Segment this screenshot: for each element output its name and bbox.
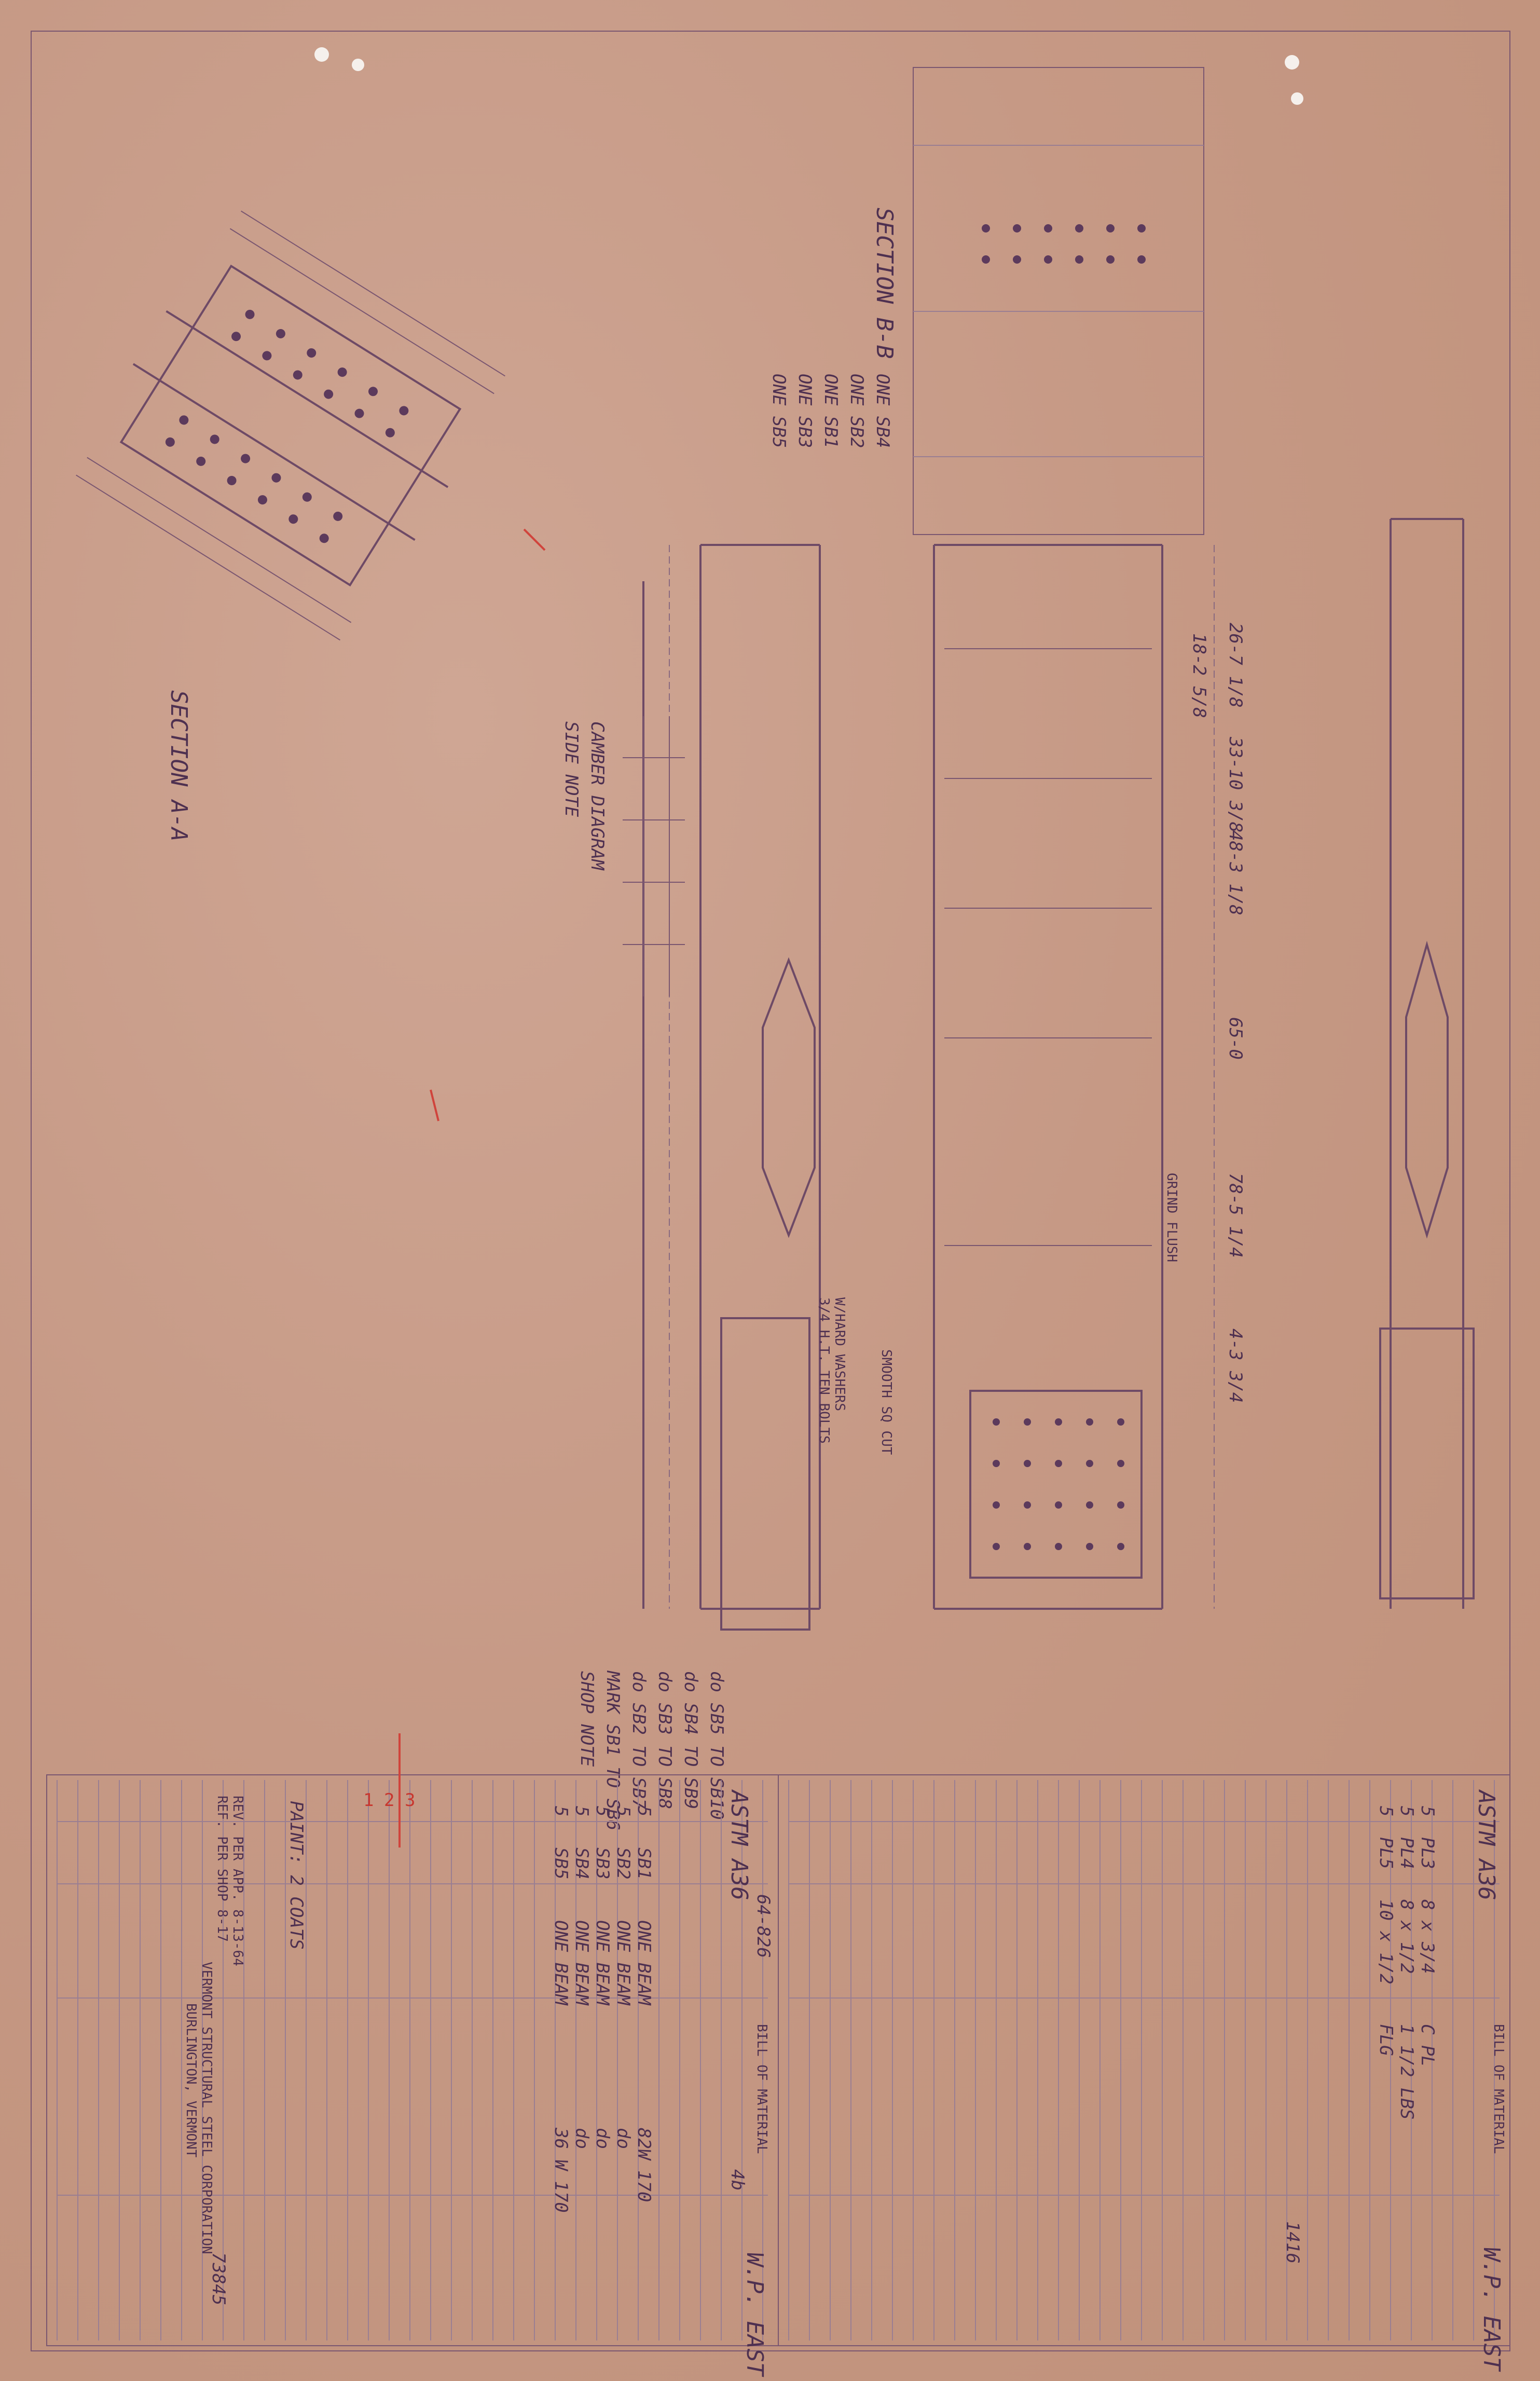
bom-row-item: SB2 [613, 1848, 634, 1879]
bom-row-desc: 36 W 170 [551, 2127, 571, 2213]
punch-hole [1285, 55, 1299, 70]
title-block-right-grid [788, 1780, 1500, 2341]
dimension-label: 65-0 [1225, 1017, 1246, 1060]
bom-row-qty: 5 [551, 1806, 571, 1816]
paint-note: PAINT: 2 COATS [286, 1801, 307, 1950]
bom-row-item: PL4 [1396, 1837, 1417, 1869]
bom-row-desc: 10 x 1/2 [1376, 1899, 1396, 1985]
beam-elevation-left [642, 581, 702, 1609]
bom-row-qty: 5 [1417, 1806, 1438, 1816]
red-revision-marks: 1 2 3 [363, 528, 546, 1848]
weight-total: 73845 [208, 2252, 229, 2305]
section-bb-detail [913, 67, 1204, 535]
ref-note: REF. PER SHOP 8-17 [214, 1796, 230, 1942]
sheet-border [31, 31, 1510, 2351]
shop-note-line: MARK SB1 TO SB6 [602, 1671, 623, 1830]
bolt-callout: SMOOTH SQ CUT [878, 1349, 894, 1455]
bom-row-desc: do [613, 2128, 634, 2149]
one-of-label: ONE SB4 [872, 374, 893, 448]
camber-sub: SIDE NOTE [561, 721, 582, 817]
bom-row-item: SB1 [634, 1848, 654, 1879]
bom-row-qty: 5 [592, 1806, 613, 1816]
bom-row-qty: 5 [571, 1806, 592, 1816]
bom-row-desc: 82W 170 [634, 2128, 654, 2202]
red-mark: 2 [384, 1790, 394, 1811]
bolt-callout: W/HARD WASHERS [832, 1297, 847, 1411]
red-mark: 1 [363, 1790, 374, 1811]
bom-row-mark: C PL [1417, 2024, 1438, 2067]
bom-row-desc: 8 x 1/2 [1396, 1899, 1417, 1974]
bom-row-item: SB5 [551, 1848, 571, 1879]
bolt-callout: 3/4 H.T. TEN BOLTS [816, 1297, 832, 1444]
dimension-label: 4-3 3/4 [1225, 1329, 1246, 1403]
left-bom-rows: 5 SB1 ONE BEAM 82W 170 5 SB2 ONE BEAM do… [551, 1806, 654, 2213]
section-bb-label: SECTION B-B [871, 208, 898, 359]
one-of-label: ONE SB2 [846, 374, 867, 448]
splice-holes [993, 1418, 1124, 1550]
bom-row-mark: 1 1/2 LBS [1396, 2024, 1417, 2119]
shop-note-heading: SHOP NOTE [576, 1671, 597, 1767]
punch-hole [352, 59, 364, 71]
bom-row-qty: 5 [634, 1806, 654, 1816]
rev-note: REV. PER APP. 8-13-64 [230, 1796, 245, 1966]
bom-row-desc: do [592, 2128, 613, 2149]
punch-hole [314, 47, 329, 62]
beam-elevation-center [669, 544, 1215, 1631]
bom-row-item: PL3 [1417, 1837, 1438, 1869]
bom-row-mark: ONE BEAM [634, 1920, 654, 2006]
right-bom-title: BILL OF MATERIAL [1491, 2024, 1506, 2154]
left-bom-title: BILL OF MATERIAL [754, 2024, 769, 2154]
bom-row-qty: 5 [1396, 1806, 1417, 1816]
bom-row-desc: 8 x 3/4 [1417, 1899, 1438, 1974]
section-aa-label: SECTION A-A [166, 690, 192, 841]
bom-row-mark: ONE BEAM [613, 1920, 634, 2006]
bom-row-qty: 5 [613, 1806, 634, 1816]
right-bom-rows: 5 PL3 8 x 3/4 C PL 5 PL4 8 x 1/2 1 1/2 L… [1376, 1806, 1438, 2119]
shop-note-line: do SB3 TO SB8 [654, 1671, 675, 1809]
dimension-label: 33-10 3/8 [1225, 736, 1246, 832]
dimension-label: 26-7 1/8 [1225, 623, 1246, 708]
bom-row-item: PL5 [1376, 1837, 1396, 1869]
dimension-label: 48-3 1/8 [1225, 830, 1246, 915]
dimension-label: 18-2 5/8 [1189, 633, 1209, 718]
company-name: VERMONT STRUCTURAL STEEL CORPORATION [199, 1962, 214, 2254]
left-bom-heading: ASTM A36 [726, 1789, 752, 1900]
right-total: 1416 [1282, 2221, 1303, 2264]
beam-elevation-right [1379, 518, 1475, 1609]
bom-row-item: SB3 [592, 1848, 613, 1879]
bom-row-mark: ONE BEAM [571, 1920, 592, 2006]
right-bom-heading: ASTM A36 [1473, 1789, 1500, 1900]
title-block-left-grid [57, 1780, 768, 2341]
one-of-label: ONE SB5 [768, 374, 789, 448]
bom-row-desc: do [571, 2128, 592, 2149]
one-of-label: ONE SB3 [794, 374, 815, 448]
title-block-frame [46, 1774, 1510, 2346]
camber-label: CAMBER DIAGRAM [587, 721, 608, 871]
shop-note-line: do SB5 TO SB10 [706, 1671, 727, 1820]
dimension-label: 78-5 1/4 [1225, 1173, 1246, 1258]
bom-row-mark: ONE BEAM [551, 1920, 571, 2006]
section-aa-detail [76, 210, 505, 641]
company-location: BURLINGTON, VERMONT [183, 2003, 199, 2158]
shop-note-line: do SB4 TO SB9 [680, 1671, 701, 1809]
bom-row-mark: FLG [1376, 2024, 1396, 2056]
bom-row-qty: 5 [1376, 1806, 1396, 1816]
bom-row-mark: ONE BEAM [592, 1920, 613, 2006]
red-mark: 3 [405, 1790, 415, 1811]
punch-hole [1291, 92, 1303, 105]
bolt-callout: GRIND FLUSH [1164, 1173, 1179, 1262]
one-of-label: ONE SB1 [820, 374, 841, 448]
left-job-no: 64-826 [753, 1894, 774, 1958]
left-erection: W.P. EAST [741, 2252, 768, 2377]
left-sheet-no: 4b [727, 2169, 748, 2191]
right-erection: W.P. EAST [1478, 2247, 1505, 2372]
camber-diagram [623, 716, 685, 996]
bom-row-item: SB4 [571, 1848, 592, 1879]
